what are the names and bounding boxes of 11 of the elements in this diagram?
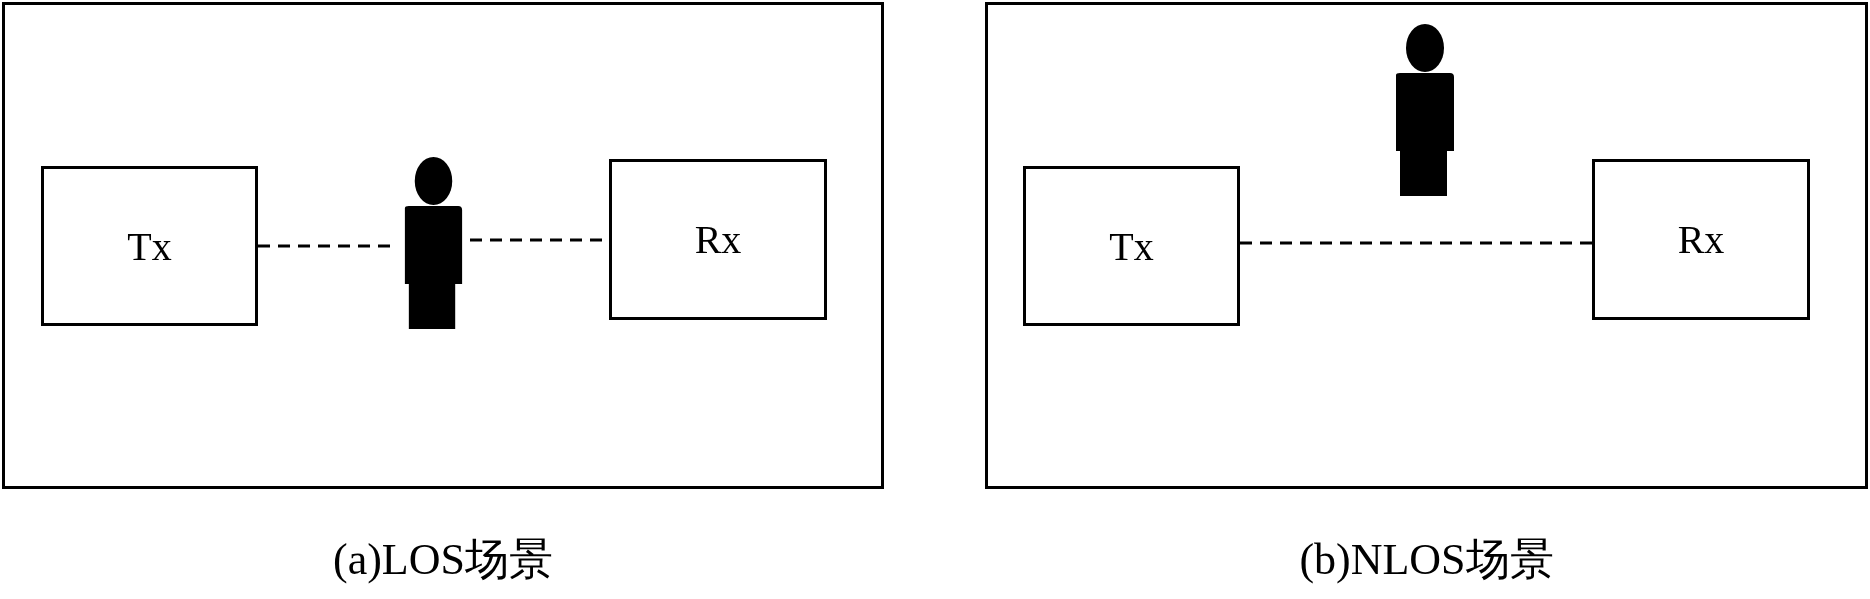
- device-box: [41, 166, 258, 326]
- device-box: [1592, 159, 1810, 320]
- device-label: Tx: [1109, 222, 1154, 270]
- device-label: Tx: [127, 222, 172, 270]
- panel-caption: (b)NLOS场景: [1298, 534, 1555, 586]
- device-box: [1023, 166, 1240, 326]
- device-label: Rx: [1677, 216, 1725, 263]
- device-label: Rx: [694, 216, 742, 263]
- signal-path-line: [1240, 241, 1592, 245]
- device-box: [609, 159, 827, 320]
- panel-caption: (a)LOS场景: [332, 534, 554, 586]
